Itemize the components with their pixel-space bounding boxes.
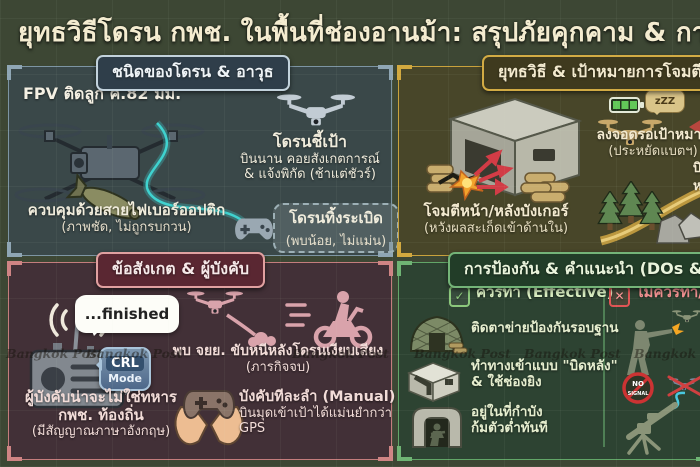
operator-caption: ผู้บังคับน่าจะไม่ใช่ทหาร กพช. ท้องถิ่น (… bbox=[9, 388, 193, 440]
drone-landing-icon bbox=[187, 291, 276, 347]
panel-tactics-header-label: ยุทธวิธี & เป้าหมายการโจมตี bbox=[498, 62, 700, 81]
cover-caption: อยู่ในที่กำบัง ก้มตัวต่ำทันที bbox=[471, 404, 548, 437]
crl-mode-badge: CRL Mode bbox=[96, 347, 151, 391]
cover-line1: อยู่ในที่กำบัง bbox=[471, 404, 543, 420]
spotter-caption: โดรนชี้เป้า บินนาน คอยสังเกตการณ์ & แจ้ง… bbox=[229, 132, 391, 183]
no-signal-line2: SIGNAL bbox=[628, 391, 650, 397]
cover-line2: ก้มตัวต่ำทันที bbox=[471, 419, 548, 436]
bunker-attack-caption: โจมตีหน้า/หลังบังเกอร์ (หวังผลสะเก็ดเข้า… bbox=[407, 202, 585, 236]
corner-bracket bbox=[378, 446, 393, 461]
spotter-drone-icon bbox=[277, 91, 355, 133]
page-title: ยุทธวิธีโดรน กพช. ในพื้นที่ช่องอานม้า: ส… bbox=[18, 18, 700, 48]
corner-bracket bbox=[378, 261, 393, 276]
corner-bracket bbox=[696, 446, 700, 461]
fiber-cable-icon bbox=[143, 120, 250, 228]
gamepad-icon bbox=[235, 218, 273, 240]
manual-line2: บินมุดเข้าเป้าได้แม่นยำกว่า GPS bbox=[239, 406, 392, 437]
no-signal-icon: NO SIGNAL bbox=[622, 372, 654, 404]
do-dont-divider bbox=[603, 289, 605, 447]
manual-controller-icon bbox=[174, 390, 244, 446]
panel-observations: ...finished CRL Mode ผู้บังคับน่าจะไม่ใช… bbox=[7, 261, 395, 461]
entrance-caption: ทำทางเข้าแบบ "บิดหลัง" & ใช้ช่องยิง bbox=[471, 358, 618, 391]
no-signal-line1: NO bbox=[632, 380, 644, 388]
radio-speech-bubble: ...finished bbox=[75, 295, 179, 336]
left-arrow-icon bbox=[681, 119, 700, 135]
operator-line2: กพช. ท้องถิ่น bbox=[58, 405, 144, 424]
corner-bracket bbox=[397, 261, 412, 276]
corner-bracket bbox=[7, 242, 22, 257]
motorcycle-caption: พบ จยย. ขับหนีหลังโดรนเงียบเสียง (ภารกิจ… bbox=[169, 343, 387, 375]
clipped-text-2: หล bbox=[693, 179, 700, 194]
entrance-line2: & ใช้ช่องยิง bbox=[471, 373, 542, 390]
bomber-note: (พบน้อย, ไม่แม่น) bbox=[285, 233, 387, 249]
operator-line3: (มีสัญญาณภาษาอังกฤษ) bbox=[31, 424, 171, 440]
bomber-note-box: โดรนทิ้งระเบิด (พบน้อย, ไม่แม่น) bbox=[273, 203, 399, 253]
corner-bracket bbox=[7, 446, 22, 461]
watermark: Bangkok Post bbox=[414, 346, 511, 361]
fpv-drone-icon bbox=[14, 123, 206, 220]
entrance-line1: ทำทางเข้าแบบ "บิดหลัง" bbox=[471, 358, 618, 374]
panel-drone-types: FPV ติดลูก ค.82 มม. bbox=[7, 65, 399, 257]
panel-drone-types-header: ชนิดของโดรน & อาวุธ bbox=[96, 55, 290, 91]
crl-mode-label: Mode bbox=[108, 372, 142, 385]
corner-bracket bbox=[7, 261, 22, 276]
panel-drone-types-header-label: ชนิดของโดรน & อาวุธ bbox=[112, 62, 274, 81]
watermark: Bangkok Post bbox=[86, 346, 183, 361]
manual-caption: บังคับทีละลำ (Manual) บินมุดเข้าเป้าได้แ… bbox=[239, 389, 397, 437]
clipped-text-1: บิ bbox=[693, 161, 700, 176]
panel-observations-header-label: ข้อสังเกต & ผู้บังคับ bbox=[112, 259, 249, 278]
terrain-icon bbox=[597, 181, 700, 246]
check-icon: ✓ bbox=[449, 285, 470, 307]
spotter-title: โดรนชี้เป้า bbox=[273, 132, 347, 151]
panel-tactics-header: ยุทธวิธี & เป้าหมายการโจมตี bbox=[482, 55, 700, 91]
cross-icon: ✕ bbox=[609, 285, 630, 307]
crl-label: CRL bbox=[106, 356, 144, 371]
sleep-bubble: zZZ bbox=[645, 89, 685, 115]
manual-line1: บังคับทีละลำ (Manual) bbox=[239, 389, 396, 405]
bomber-title: โดรนทิ้งระเบิด bbox=[289, 208, 383, 227]
fiber-caption-line2: (ภาพชัด, ไม่ถูกรบกวน) bbox=[61, 219, 192, 235]
shooting-drone-icon bbox=[627, 310, 700, 375]
attack-line1: โจมตีหน้า/หลังบังเกอร์ bbox=[423, 202, 569, 220]
corner-bracket bbox=[397, 242, 412, 257]
fiber-caption-line1: ควบคุมด้วยสายไฟเบอร์ออปติก bbox=[27, 201, 226, 219]
watermark: Bangkok Post bbox=[524, 346, 621, 361]
land-line1: ลงจอดรอเป้าหมาย bbox=[596, 127, 700, 143]
entrance-icon bbox=[407, 362, 462, 403]
cover-bunker-icon bbox=[412, 407, 462, 448]
panel-defense-header-label: การป้องกัน & คำแนะนำ (DOs & DO bbox=[464, 259, 700, 278]
watermark: Bangkok Post bbox=[292, 346, 389, 361]
bunker-attack-icon bbox=[426, 97, 583, 203]
motorcycle-icon bbox=[285, 291, 373, 349]
spotter-line1: บินนาน คอยสังเกตการณ์ bbox=[240, 151, 380, 167]
spotter-line2: & แจ้งพิกัด (ช้าแต่ชัวร์) bbox=[244, 167, 376, 183]
panel-defense-header: การป้องกัน & คำแนะนำ (DOs & DO bbox=[448, 252, 700, 288]
corner-bracket bbox=[397, 65, 412, 80]
moto-line2: (ภารกิจจบ) bbox=[245, 359, 311, 375]
net-bunker-icon bbox=[409, 315, 468, 354]
land-line2: (ประหยัดแบตฯ) bbox=[608, 143, 698, 159]
land-caption: ลงจอดรอเป้าหมาย (ประหยัดแบตฯ) bbox=[591, 127, 700, 159]
radio-speech-text: ...finished bbox=[84, 305, 170, 323]
sleep-label: zZZ bbox=[654, 95, 676, 107]
moto-line1: พบ จยย. ขับหนีหลังโดรนเงียบเสียง bbox=[172, 343, 384, 359]
panel-observations-header: ข้อสังเกต & ผู้บังคับ bbox=[96, 252, 265, 288]
attack-line2: (หวังผลสะเก็ดเข้าด้านใน) bbox=[423, 220, 569, 236]
battery-icon bbox=[609, 97, 644, 113]
panel-tactics: โจมตีหน้า/หลังบังเกอร์ (หวังผลสะเก็ดเข้า… bbox=[397, 65, 700, 257]
corner-bracket bbox=[7, 65, 22, 80]
net-caption: ติดตาข่ายป้องกันรอบฐาน bbox=[471, 320, 619, 336]
operator-line1: ผู้บังคับน่าจะไม่ใช่ทหาร bbox=[25, 388, 177, 406]
fiber-caption: ควบคุมด้วยสายไฟเบอร์ออปติก (ภาพชัด, ไม่ถ… bbox=[9, 201, 244, 235]
watermark: Bangkok Post bbox=[6, 346, 103, 361]
jammer-gun-icon bbox=[626, 375, 700, 455]
corner-bracket bbox=[378, 65, 393, 80]
panel-defense: ✓ควรทำ (Effective) ✕ไม่ควรทำ/ไม่ไ ติดตาข… bbox=[397, 261, 700, 461]
corner-bracket bbox=[397, 446, 412, 461]
watermark: Bangkok Post bbox=[634, 346, 700, 361]
